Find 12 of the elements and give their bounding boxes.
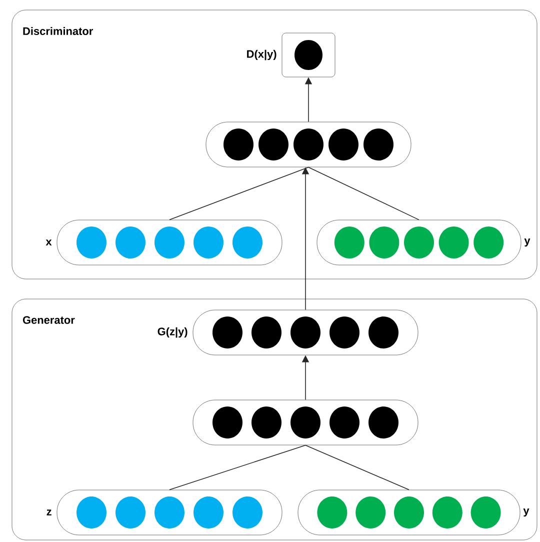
layer-label: y <box>523 508 530 517</box>
connector-line <box>308 166 420 220</box>
layer-label: x <box>46 240 52 246</box>
panel-title: Discriminator <box>23 26 93 36</box>
connector-line <box>169 444 306 490</box>
connector-line <box>169 166 309 220</box>
layer-label: y <box>524 238 530 247</box>
layer-label: G(z|y) <box>158 327 188 338</box>
panel-title: Generator <box>22 316 75 324</box>
layer-label: z <box>46 510 52 516</box>
connector-line <box>305 444 410 490</box>
layer-label: D(x|y) <box>247 50 276 60</box>
